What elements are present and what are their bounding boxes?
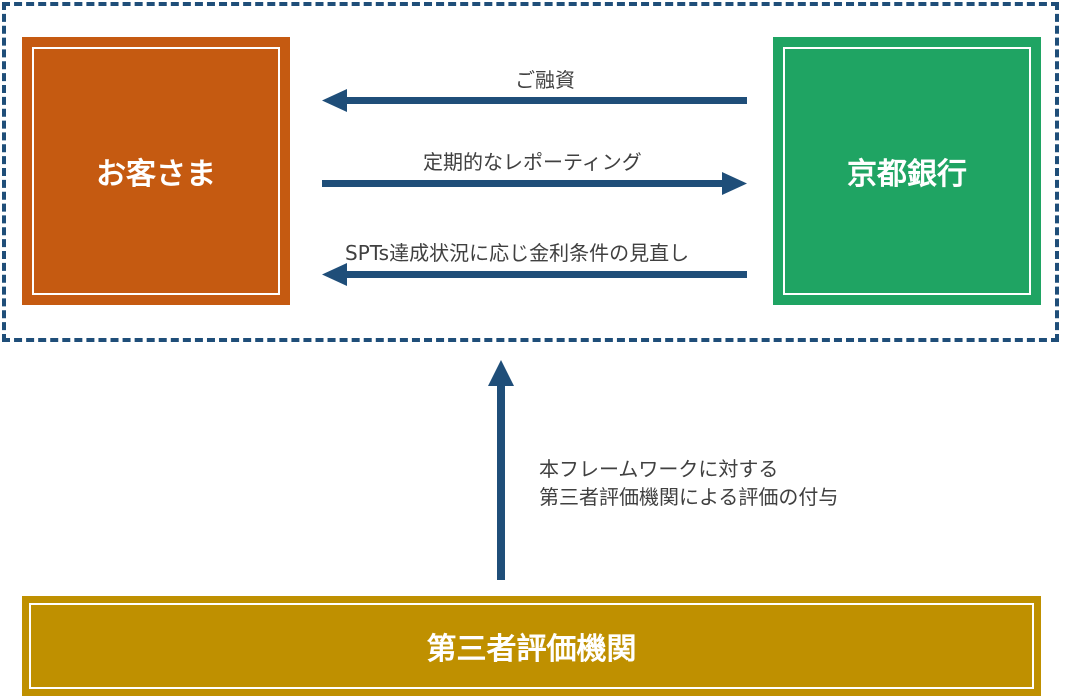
loan-label: ご融資 (515, 68, 575, 92)
evaluation-label-line1: 本フレームワークに対する (539, 457, 779, 481)
review-arrow (322, 263, 747, 286)
evaluation-arrow (488, 360, 514, 580)
bank-label: 京都銀行 (847, 157, 967, 192)
review-label: SPTs達成状況に応じ金利条件の見直し (345, 241, 690, 265)
reporting-arrow (322, 172, 747, 195)
participants-frame (2, 2, 1059, 342)
agency-label: 第三者評価機関 (426, 632, 637, 667)
reporting-label: 定期的なレポーティング (423, 150, 642, 174)
loan-arrow (322, 89, 747, 112)
evaluation-label-line2: 第三者評価機関による評価の付与 (539, 485, 839, 509)
customer-label: お客さま (96, 157, 216, 192)
agency-box: 第三者評価機関 (22, 596, 1041, 696)
